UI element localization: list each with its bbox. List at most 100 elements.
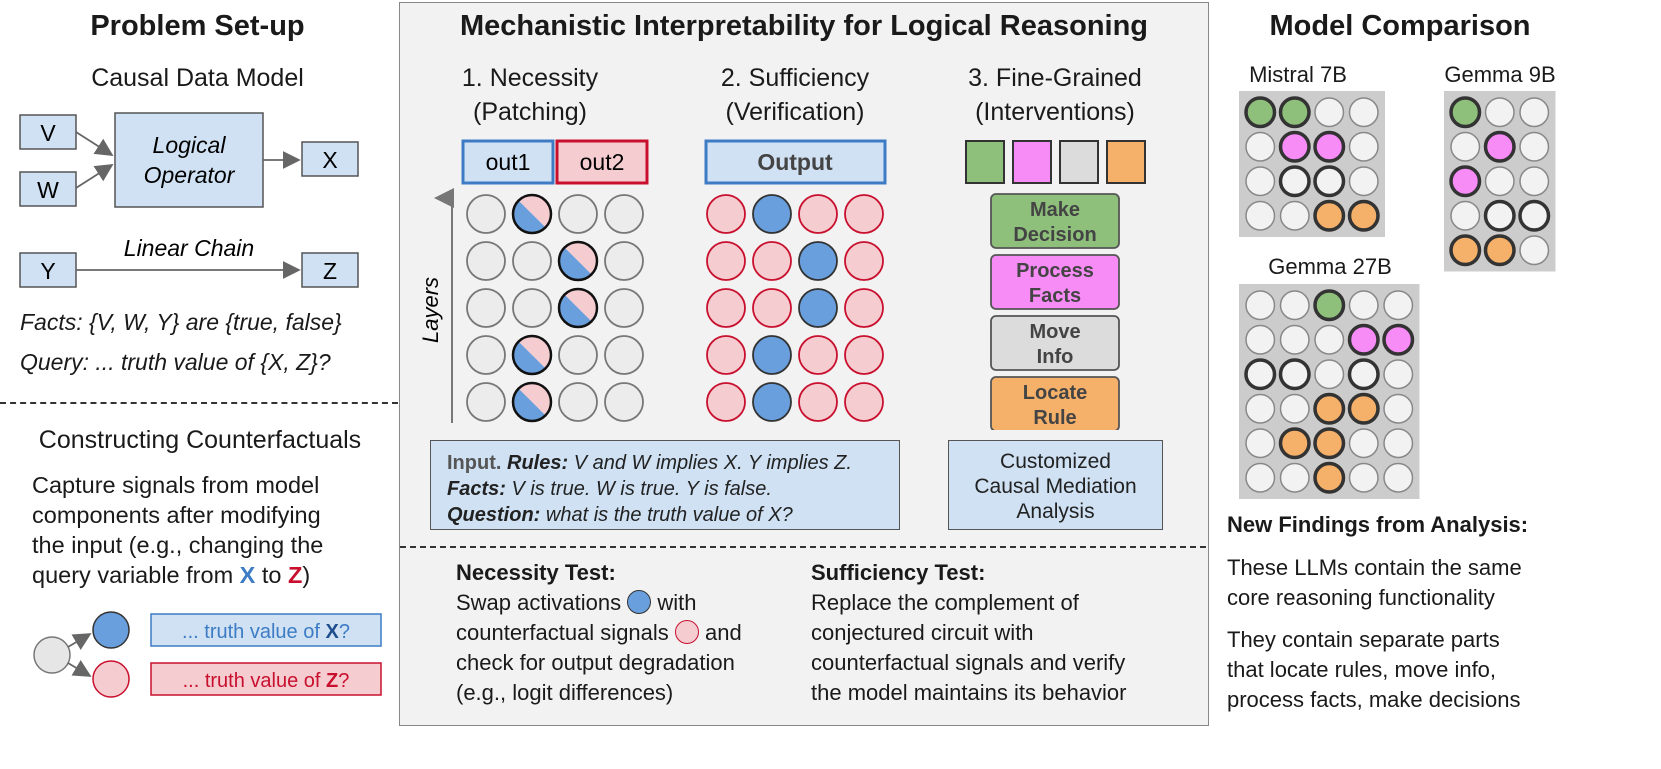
- col1-header: 1. Necessity(Patching): [461, 64, 599, 126]
- neuron: [604, 241, 644, 281]
- neuron: [1383, 462, 1414, 493]
- pink-node: [92, 660, 130, 698]
- counterfactuals-title: Constructing Counterfactuals: [38, 426, 362, 454]
- svg-text:W: W: [37, 177, 59, 203]
- counterfactual-neuron: [844, 194, 884, 234]
- neuron: [1348, 428, 1379, 459]
- neuron: [1245, 324, 1276, 355]
- neuron: [466, 335, 506, 375]
- circuit-neuron: [798, 241, 838, 281]
- gray-swatch: [1059, 140, 1099, 184]
- rule-neuron: [1313, 199, 1346, 232]
- neuron: [466, 382, 506, 422]
- move-info-neuron: [1313, 165, 1346, 198]
- facts-neuron: [1483, 130, 1516, 163]
- counterfactual-neuron: [798, 194, 838, 234]
- out1-box: out1: [461, 139, 555, 185]
- node-w: W: [19, 171, 77, 207]
- neuron: [604, 288, 644, 328]
- input-box: Input. Rules: V and W implies X. Y impli…: [430, 440, 900, 530]
- fine-grained-boxes: MakeDecisionProcessFactsMoveInfoLocateRu…: [990, 193, 1120, 430]
- var-z-highlight: Z: [288, 562, 303, 588]
- facts-neuron: [1313, 130, 1346, 163]
- circuit-neuron: [798, 288, 838, 328]
- facts-neuron: [1278, 130, 1311, 163]
- rule-neuron: [1347, 392, 1380, 425]
- blue-node: [92, 611, 130, 649]
- neuron: [1383, 428, 1414, 459]
- move-info-neuron: [1278, 358, 1311, 391]
- neuron: [604, 335, 644, 375]
- layers-label: Layers: [418, 277, 443, 343]
- counterfactual-neuron: [844, 335, 884, 375]
- grid-mistral-7b: [1239, 91, 1385, 237]
- circuit-neuron: [752, 335, 792, 375]
- svg-text:out1: out1: [486, 149, 531, 175]
- node-x: X: [301, 141, 359, 177]
- node-y: Y: [19, 252, 77, 288]
- model-name-mistral: Mistral 7B: [1249, 62, 1347, 87]
- neuron: [1279, 462, 1310, 493]
- neuron: [1484, 166, 1515, 197]
- node-z: Z: [301, 252, 359, 288]
- neuron: [1383, 393, 1414, 424]
- necessity-grid: [466, 193, 644, 423]
- model-comparison-title: Model Comparison: [1269, 10, 1531, 42]
- svg-text:Process: Process: [1016, 260, 1094, 282]
- grid-gemma-27b: [1239, 284, 1420, 499]
- query-z-box: ... truth value of Z?: [150, 662, 382, 696]
- neuron: [466, 241, 506, 281]
- patched-neuron: [557, 240, 599, 282]
- decision-neuron: [1449, 96, 1482, 129]
- magenta-swatch: [1012, 140, 1052, 184]
- decision-neuron: [1244, 96, 1277, 129]
- patched-neuron: [511, 193, 553, 235]
- neuron: [1279, 200, 1310, 231]
- rule-neuron: [1313, 392, 1346, 425]
- neuron: [1383, 359, 1414, 390]
- neuron: [1348, 97, 1379, 128]
- counterfactual-neuron: [844, 382, 884, 422]
- counterfactuals-text: Capture signals from model components af…: [32, 472, 324, 588]
- neuron: [1519, 97, 1550, 128]
- neuron: [558, 194, 598, 234]
- neuron: [1519, 131, 1550, 162]
- arrow-w-operator: [75, 164, 114, 189]
- svg-text:Z: Z: [323, 258, 337, 284]
- source-node: [33, 636, 71, 674]
- blue-circle-icon: [627, 590, 652, 614]
- svg-text:Output: Output: [757, 149, 833, 175]
- neuron: [1314, 359, 1345, 390]
- neuron: [1519, 166, 1550, 197]
- svg-text:Decision: Decision: [1013, 224, 1096, 246]
- counterfactual-neuron: [798, 335, 838, 375]
- neuron: [1348, 462, 1379, 493]
- counterfactual-neuron: [844, 288, 884, 328]
- patched-neuron: [557, 287, 599, 329]
- svg-text:Logical: Logical: [153, 132, 227, 158]
- facts-neuron: [1347, 323, 1380, 356]
- neuron: [512, 288, 552, 328]
- query-x-box: ... truth value of X?: [150, 613, 382, 647]
- problem-setup-title: Problem Set-up: [90, 10, 305, 42]
- counterfactual-neuron: [706, 382, 746, 422]
- neuron: [466, 288, 506, 328]
- counterfactual-neuron: [752, 241, 792, 281]
- causal-data-model-title: Causal Data Model: [91, 64, 304, 92]
- neuron: [1245, 462, 1276, 493]
- decision-neuron: [1313, 289, 1346, 322]
- fine-grained-swatches: [965, 140, 1146, 184]
- findings-title: New Findings from Analysis:: [1227, 512, 1529, 537]
- grid-gemma-9b: [1444, 91, 1556, 272]
- var-x-highlight: X: [239, 562, 256, 588]
- svg-text:Y: Y: [40, 258, 55, 284]
- svg-text:Operator: Operator: [144, 162, 236, 188]
- decision-neuron: [1278, 96, 1311, 129]
- neuron: [604, 194, 644, 234]
- neuron: [1348, 290, 1379, 321]
- col3-header: 3. Fine-Grained(Interventions): [968, 64, 1142, 126]
